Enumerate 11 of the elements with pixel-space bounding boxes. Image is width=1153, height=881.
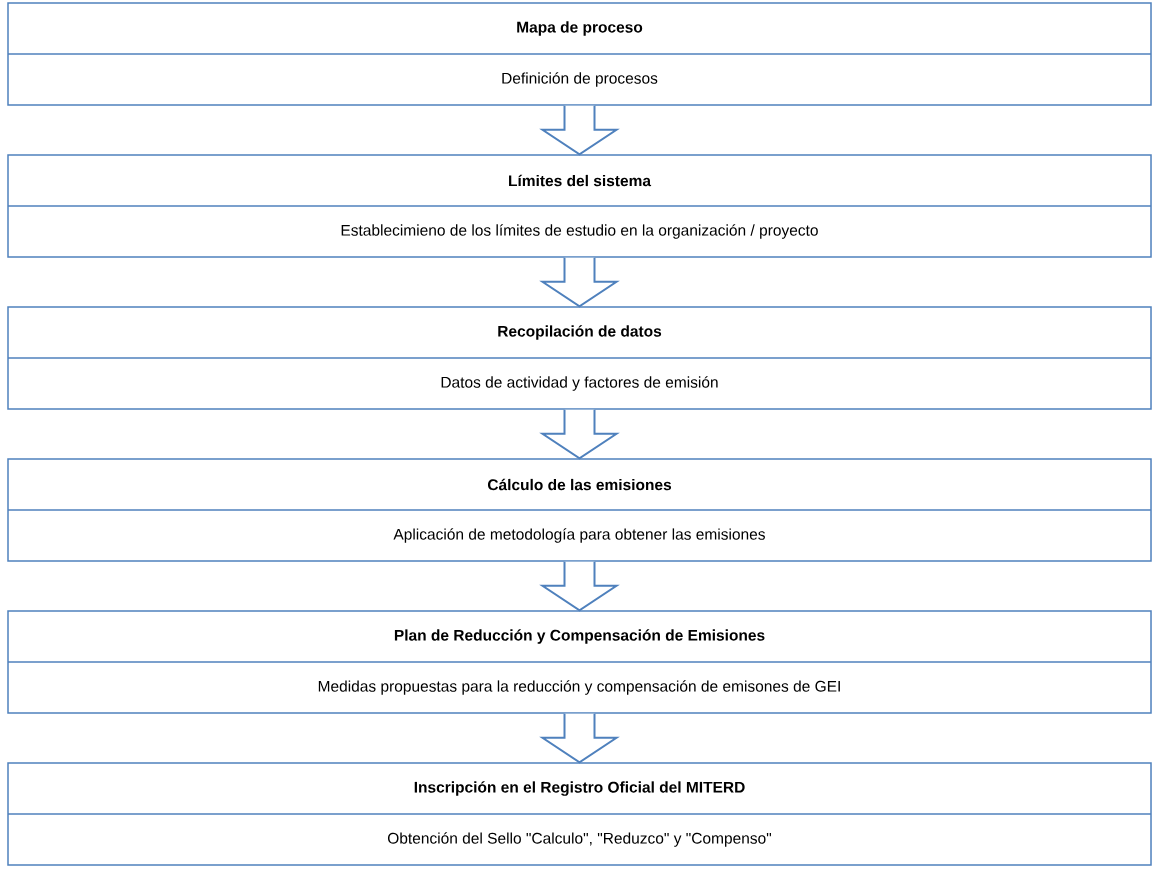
process-box: Inscripción en el Registro Oficial del MITERD Obtención del Sello "Calculo", "Reduzco" y "Compenso" [7,762,1152,866]
block-arrow [539,408,620,460]
process-box: Mapa de proceso Definición de procesos [7,2,1152,106]
process-box: Cálculo de las emisiones Aplicación de metodología para obtener las emisiones [7,458,1152,562]
block-arrow [539,256,620,308]
process-box: Plan de Reducción y Compensación de Emisiones Medidas propuestas para la reducción y compensación de emisones de GEI [7,610,1152,714]
block-arrow [539,104,620,156]
block-arrow [539,712,620,764]
block-arrow [539,560,620,612]
process-box: Límites del sistema Establecimieno de los límites de estudio en la organización / proyecto [7,154,1152,258]
process-box: Recopilación de datos Datos de actividad y factores de emisión [7,306,1152,410]
